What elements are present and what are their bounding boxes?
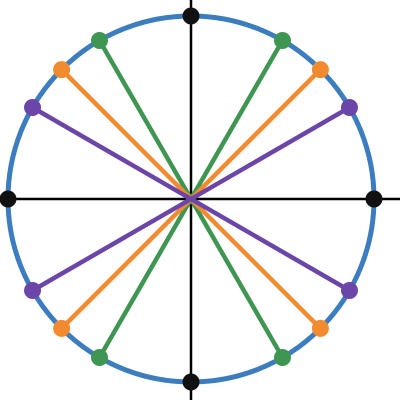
points: [0, 7, 383, 391]
orange-point-1: [311, 61, 329, 79]
orange-point-3: [53, 319, 71, 337]
orange-point-2: [53, 61, 71, 79]
axis-point-3: [0, 190, 17, 208]
purple-diameter-2: [30, 105, 352, 293]
orange-point-4: [311, 319, 329, 337]
purple-point-3: [24, 282, 42, 299]
purple-point-1: [340, 99, 358, 116]
diameter-lines: [30, 38, 352, 360]
green-point-2: [91, 32, 108, 50]
axis-point-4: [182, 373, 200, 391]
green-point-4: [274, 348, 291, 366]
axis-point-2: [182, 7, 200, 25]
axis-point-1: [365, 190, 383, 208]
green-point-1: [274, 32, 291, 50]
green-point-3: [91, 348, 108, 366]
purple-point-4: [340, 282, 358, 299]
purple-point-2: [24, 99, 42, 116]
